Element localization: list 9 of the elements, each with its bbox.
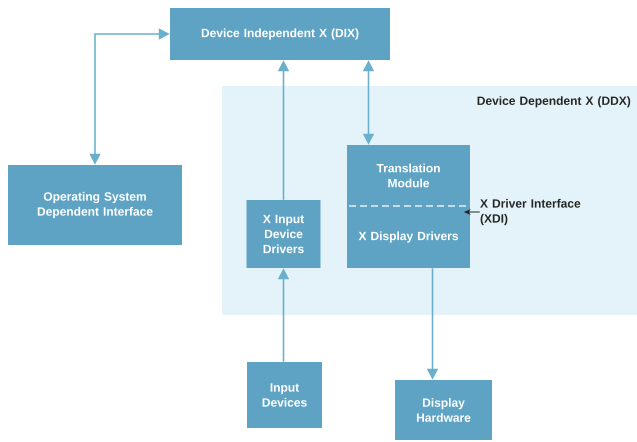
process-box: Operating System Dependent Interface	[8, 165, 182, 245]
process-box: Device Independent X (DIX)	[170, 8, 390, 60]
interface-label: X Driver Interface (XDI)	[480, 198, 580, 226]
process-box: X Display Drivers	[347, 206, 470, 268]
process-box: Input Devices	[247, 362, 322, 428]
process-box: Translation Module	[347, 145, 470, 206]
process-box: X Input Device Drivers	[246, 200, 320, 268]
band-label: Device Dependent X (DDX)	[478, 96, 630, 108]
process-box: Display Hardware	[395, 380, 492, 440]
